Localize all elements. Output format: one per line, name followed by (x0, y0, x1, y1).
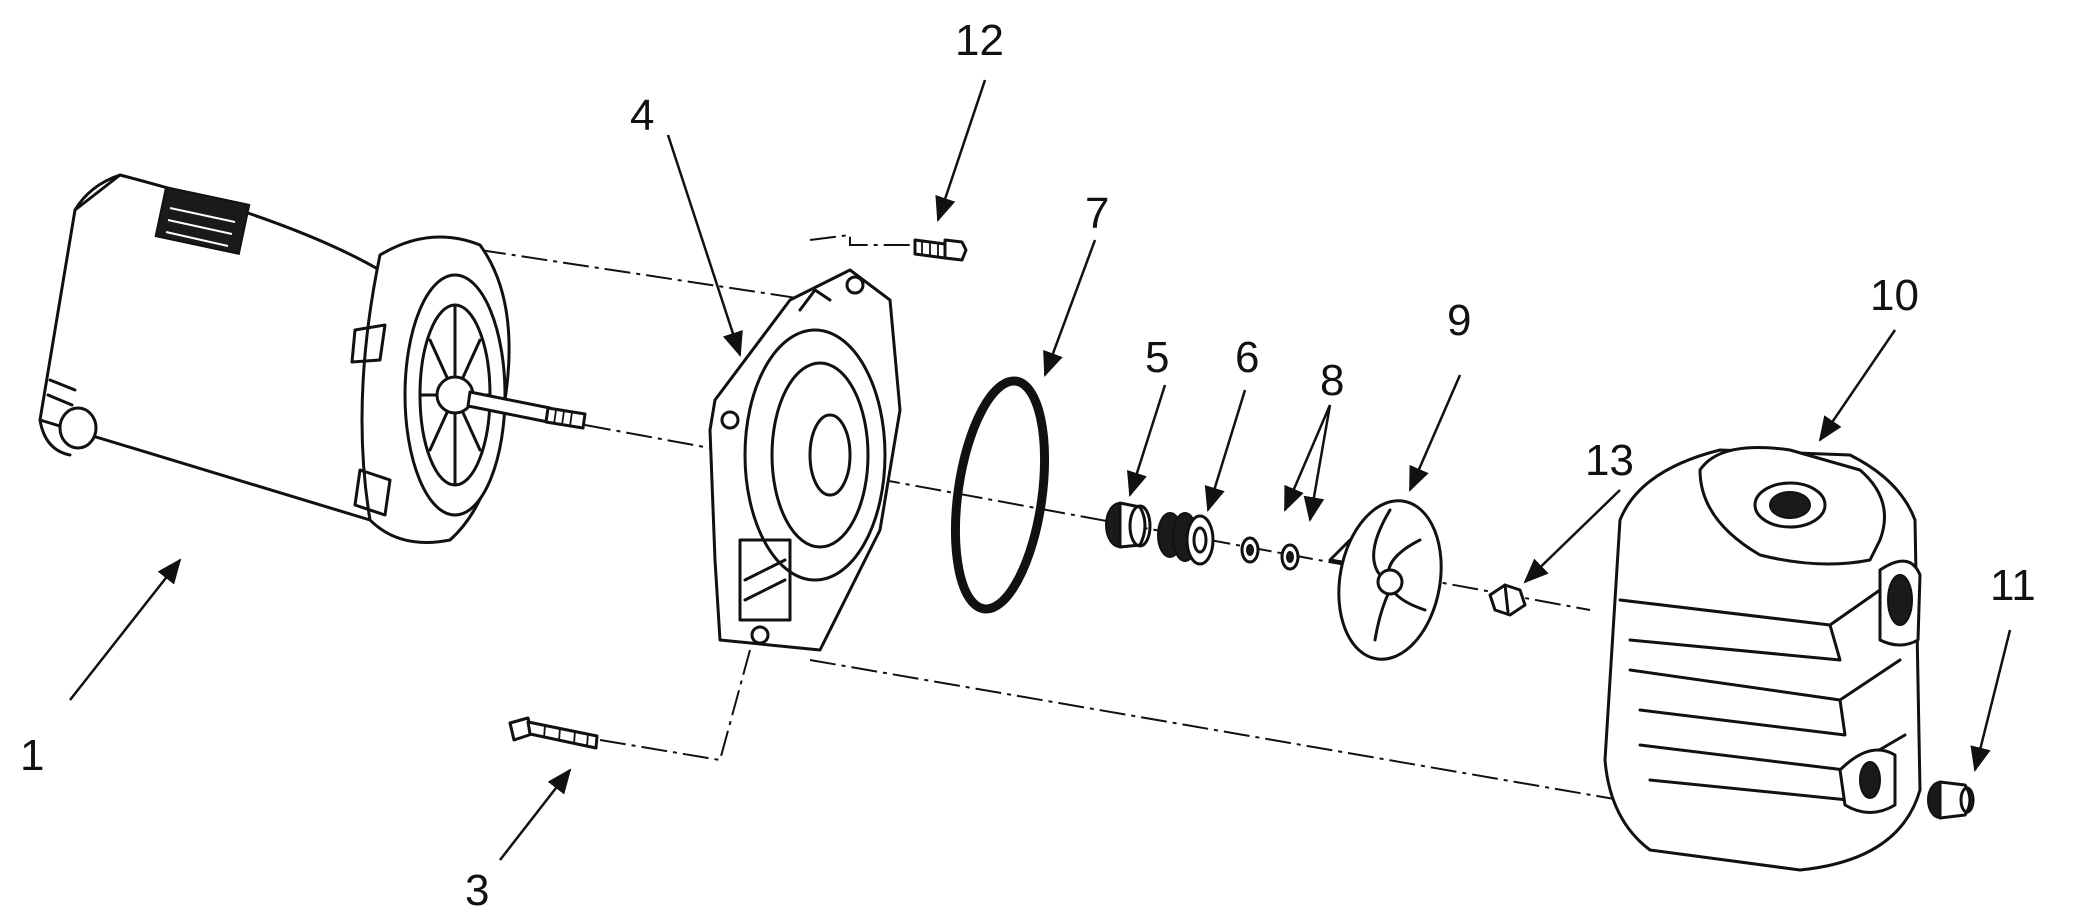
bolt-3-part (508, 716, 599, 750)
callout-8: 8 (1320, 356, 1344, 405)
callout-6: 6 (1235, 333, 1259, 382)
leader-arrow-8b (1303, 404, 1332, 523)
impeller-nut-part (1488, 583, 1527, 617)
impeller-part (1328, 499, 1443, 661)
leader-arrow-5 (1127, 384, 1167, 497)
callout-10: 10 (1870, 271, 1919, 320)
leader-arrow-12 (935, 79, 987, 222)
callout-3: 3 (465, 866, 489, 915)
o-ring-part (950, 376, 1050, 614)
leader-arrow-9 (1408, 374, 1462, 492)
washers-part (1240, 536, 1300, 571)
seal-plate-part (708, 268, 902, 652)
nameplate-icon (154, 186, 251, 255)
callout-11: 11 (1990, 561, 2036, 610)
motor-part (38, 173, 587, 544)
seal-seat-part (1105, 501, 1152, 549)
callout-5: 5 (1145, 333, 1169, 382)
bolt-12-part (913, 238, 968, 262)
mechanical-seal-part (1157, 512, 1215, 566)
drain-plug-part (1927, 780, 1975, 820)
leader-arrow-10 (1818, 329, 1897, 442)
callout-1: 1 (20, 731, 44, 780)
callout-4: 4 (630, 91, 654, 140)
callout-13: 13 (1585, 436, 1634, 485)
leader-arrow-6 (1204, 389, 1247, 512)
leader-arrow-4 (666, 134, 743, 357)
leader-arrow-8a (1283, 404, 1332, 512)
pump-housing-part (1603, 446, 1922, 872)
leader-arrow-13 (1523, 489, 1621, 584)
callout-12: 12 (955, 16, 1004, 65)
leader-arrow-11 (1970, 629, 2012, 773)
leader-arrow-1 (69, 558, 182, 701)
leader-arrow-3 (499, 768, 572, 861)
leader-arrow-7 (1043, 239, 1097, 377)
callout-9: 9 (1447, 296, 1471, 345)
callout-labels: 1 3 4 5 6 7 8 9 10 11 12 13 (20, 16, 2036, 915)
leader-arrows (69, 79, 2012, 861)
callout-7: 7 (1085, 189, 1109, 238)
